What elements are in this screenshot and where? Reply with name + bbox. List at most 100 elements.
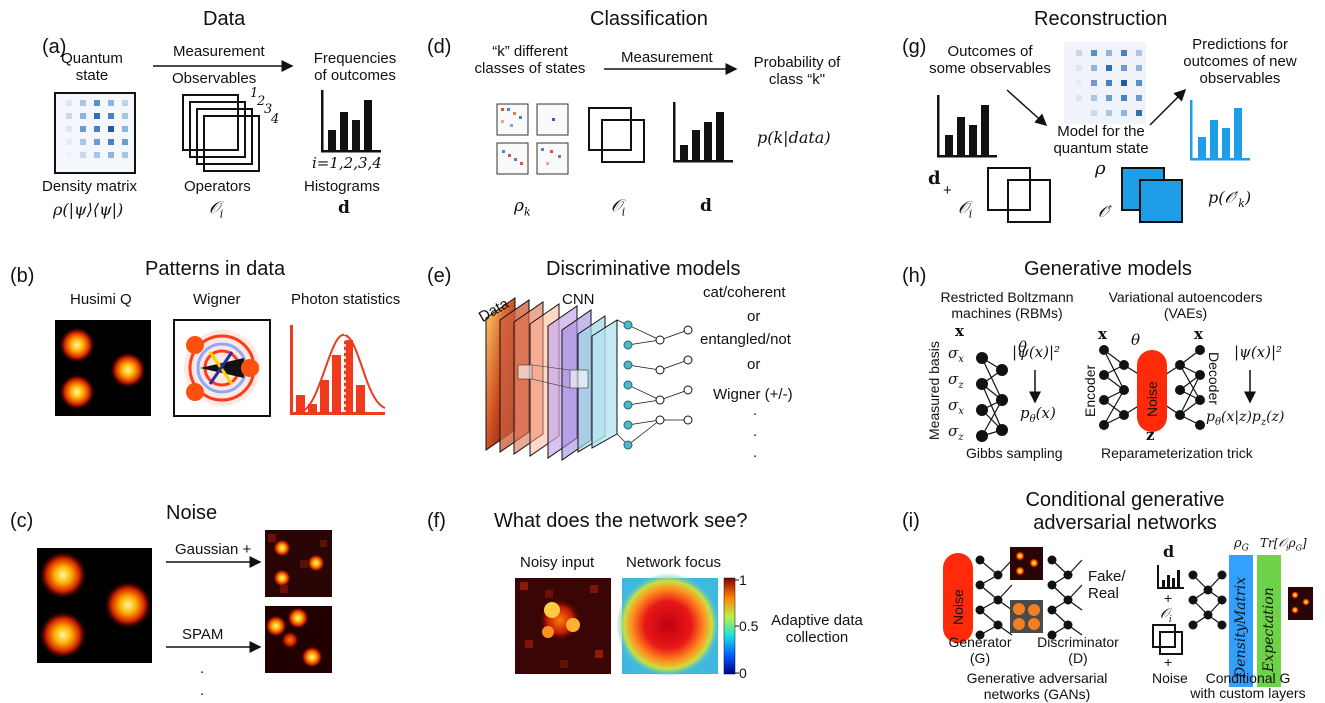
vae-noise-label: Noise (1144, 381, 1160, 417)
quantum-state-label: Quantum state (61, 50, 123, 84)
panel-g-graphics (937, 42, 1250, 223)
panel-f-title: What does the network see? (494, 510, 748, 532)
panel-d-letter: (d) (427, 36, 452, 58)
spam-image (265, 606, 332, 673)
trace-subscript-2: G (1295, 543, 1302, 553)
obs-number-1: 1 (250, 86, 259, 101)
sigma-symbol: σ (948, 344, 959, 362)
rbm-x: x (955, 322, 964, 340)
wigner-label: Wigner (193, 291, 241, 308)
panel-a-letter: (a) (42, 36, 67, 58)
panel-b-letter: (b) (10, 265, 35, 287)
measurement-label-a: Measurement (173, 43, 265, 60)
panel-c-letter: (c) (10, 510, 34, 532)
operators-i (1152, 624, 1183, 655)
dots-c-2: . (200, 682, 205, 699)
obs-number-4: 4 (271, 112, 280, 127)
panel-a-title: Data (203, 8, 246, 30)
colorbar-tick-05: 0.5 (739, 618, 759, 634)
panel-h-letter: (h) (902, 265, 927, 287)
operators-g (987, 167, 1051, 223)
p-theta-subscript: θ (1029, 414, 1036, 425)
generator-label: Generator (G) (948, 634, 1012, 666)
op-i-subscript: i (1168, 614, 1172, 625)
density-matrix-layer-label: DensityMatrix (1233, 576, 1249, 678)
rho-k-symbol: ρ (514, 196, 524, 216)
cnn-output-nodes (616, 319, 693, 450)
rho-g-subscript: G (1241, 543, 1249, 554)
panel-e-letter: (e) (427, 265, 452, 287)
histogram-g-input (937, 95, 997, 158)
rbm-psi-squared: |ψ(x)|² (1012, 343, 1061, 361)
op-d-subscript: i (621, 205, 626, 219)
op-symbol: 𝒪 (209, 198, 220, 218)
sigma-symbol: σ (948, 422, 959, 440)
vae-z: z (1146, 426, 1155, 444)
option-entangled: entangled/not (700, 331, 791, 348)
wigner-plot (184, 330, 260, 406)
cnn-label: CNN (562, 291, 595, 308)
operators-d (588, 107, 645, 163)
vae-p-expression: pθ(x|z)pz(z) (1206, 409, 1284, 428)
p-theta-symbol: p (1020, 404, 1030, 422)
op-d-symbol: 𝒪 (611, 196, 622, 216)
index-equation: i=1,2,3,4 (312, 154, 382, 172)
colorbar-tick-0: 0 (739, 665, 747, 681)
plus-i-2: + (1164, 654, 1173, 670)
reparameterization-label: Reparameterization trick (1101, 445, 1253, 461)
histogram-i (1157, 565, 1184, 589)
panel-h-graphics (976, 345, 1256, 442)
p-operator-prime: p(𝒪′k) (1208, 188, 1251, 210)
panel-h-title: Generative models (1024, 258, 1192, 280)
trace-end: ] (1302, 536, 1307, 550)
operators-label: Operators (184, 178, 251, 195)
d-vector-d: d (700, 196, 712, 216)
vae-psi-squared: |ψ(x)|² (1234, 343, 1283, 361)
rho-g-label: ρG (1234, 536, 1249, 554)
sigma-subscript: x (958, 406, 964, 417)
p-theta-argument: (x) (1035, 404, 1056, 422)
expectation-layer-label: Expectation (1261, 587, 1277, 672)
op-g-subscript: i (968, 207, 973, 221)
panel-i-title: Conditional generative adversarial netwo… (1025, 489, 1225, 534)
op-g-symbol: 𝒪 (958, 198, 969, 218)
rbm-label: Restricted Boltzmann machines (RBMs) (940, 289, 1074, 321)
sigma-subscript: z (958, 380, 964, 391)
density-matrix-layer (1229, 555, 1253, 687)
probability-label: Probability of class “k" (753, 54, 841, 88)
encoder-label: Encoder (1082, 364, 1098, 417)
d-vector-g: d (928, 168, 941, 189)
fake-real-label: Fake/ Real (1088, 568, 1126, 602)
photon-statistics-label: Photon statistics (291, 291, 401, 308)
frequencies-label: Frequencies of outcomes (313, 50, 397, 84)
sigma-3: σx (948, 396, 964, 417)
vae-pz-subscript: z (1260, 416, 1267, 428)
rbm-theta: θ (1018, 338, 1028, 356)
rho-g: ρ (1095, 158, 1106, 179)
option-cat-coherent: cat/coherent (703, 284, 786, 301)
husimi-label: Husimi Q (70, 291, 132, 308)
operators-stack (182, 94, 260, 172)
vae-pz-argument: (z) (1266, 409, 1285, 425)
panel-f-graphics (515, 573, 739, 677)
panel-c-title: Noise (166, 502, 218, 524)
model-label: Model for the quantum state (1053, 123, 1149, 157)
histogram-d (673, 102, 733, 163)
density-matrix-label: Density matrix (42, 178, 138, 195)
op-i-symbol: 𝒪 (1160, 606, 1169, 622)
panel-d-title: Classification (590, 8, 708, 30)
histograms-label: Histograms (304, 178, 380, 195)
obs-number-3: 3 (264, 102, 273, 117)
panel-b-title: Patterns in data (145, 258, 286, 280)
dots-e-1: . (753, 402, 758, 419)
panel-e-graphics (485, 297, 693, 461)
panel-b-graphics (55, 319, 386, 417)
class-thumbnail-dots (501, 108, 561, 165)
gan-noise-label: Noise (950, 589, 966, 625)
decoder-label: Decoder (1206, 352, 1222, 405)
outcomes-label: Outcomes of some observables (929, 43, 1051, 77)
discriminator-label: Discriminator (D) (1037, 634, 1119, 666)
sigma-1: σx (948, 344, 964, 365)
panel-i-graphics (943, 547, 1313, 687)
